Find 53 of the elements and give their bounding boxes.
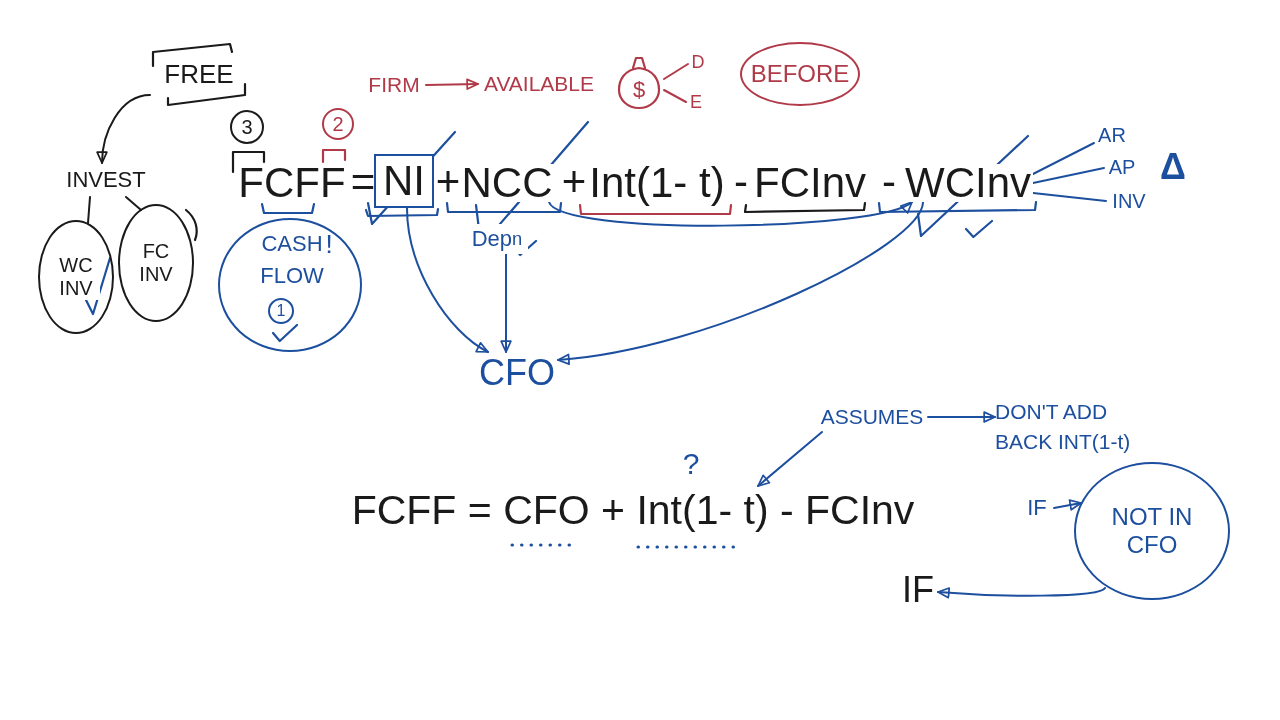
ellipse-node: BEFORE [740, 42, 860, 106]
handwritten-label: FIRM [362, 70, 426, 100]
arrow [406, 207, 489, 353]
arrow [425, 78, 479, 90]
plus-sign: + [436, 158, 460, 206]
minus-sign: - [733, 158, 749, 206]
formula: FCFF = CFO + Int(1- t) - FCInv [350, 486, 916, 534]
arrow [548, 201, 913, 227]
arrow [757, 431, 823, 487]
ellipse-node [38, 220, 114, 334]
circled-number: 3 [230, 110, 264, 144]
handwritten-label: D [688, 50, 708, 74]
handwritten-label: AP [1104, 154, 1140, 180]
ellipse-node: FC INV [118, 204, 194, 322]
formula-term: WCInv [903, 164, 1033, 202]
circle-node [218, 218, 362, 352]
arrow [1053, 499, 1082, 511]
handwritten-label: ASSUMES [816, 402, 928, 432]
plus-sign: + [562, 158, 586, 206]
formula-term: FCFF [236, 164, 348, 202]
handwritten-label: IF [1020, 494, 1054, 522]
handwritten-label: CFO [476, 352, 558, 394]
arrow [927, 411, 996, 423]
handwritten-label: AR [1094, 122, 1130, 148]
connector-line [1032, 167, 1105, 184]
boxed-term: NI [374, 154, 434, 208]
exclamation-mark: ! [324, 230, 334, 260]
handwritten-label: AVAILABLE [478, 68, 600, 100]
connector-line [125, 196, 142, 211]
arrow [557, 201, 924, 365]
connector-line [1032, 192, 1107, 202]
arrow [500, 253, 512, 353]
circled-number: 2 [322, 108, 354, 140]
connector-line [1032, 142, 1095, 175]
formula-term: FCInv [754, 164, 866, 202]
handwritten-note: DON'T ADD BACK INT(1-t) [995, 394, 1167, 460]
delta-symbol: Δ [1159, 146, 1187, 188]
minus-sign: - [881, 158, 897, 206]
connector-line [663, 89, 687, 103]
circled-number: 1 [268, 298, 294, 324]
handwritten-label: INV [1106, 188, 1152, 214]
handwritten-label: INVEST [66, 163, 146, 197]
connector-line [663, 63, 689, 80]
handwritten-label: CASH FLOW [259, 230, 325, 290]
equals-sign: = [350, 158, 376, 206]
bracketed-label: FREE [150, 42, 248, 108]
ellipse-node: NOT IN CFO [1074, 462, 1230, 600]
arrow [96, 94, 151, 164]
handwritten-label: E [686, 90, 706, 114]
connector-line [87, 196, 91, 224]
printed-label: IF [898, 570, 938, 610]
arrow [937, 587, 1106, 599]
question-mark: ? [681, 446, 701, 482]
